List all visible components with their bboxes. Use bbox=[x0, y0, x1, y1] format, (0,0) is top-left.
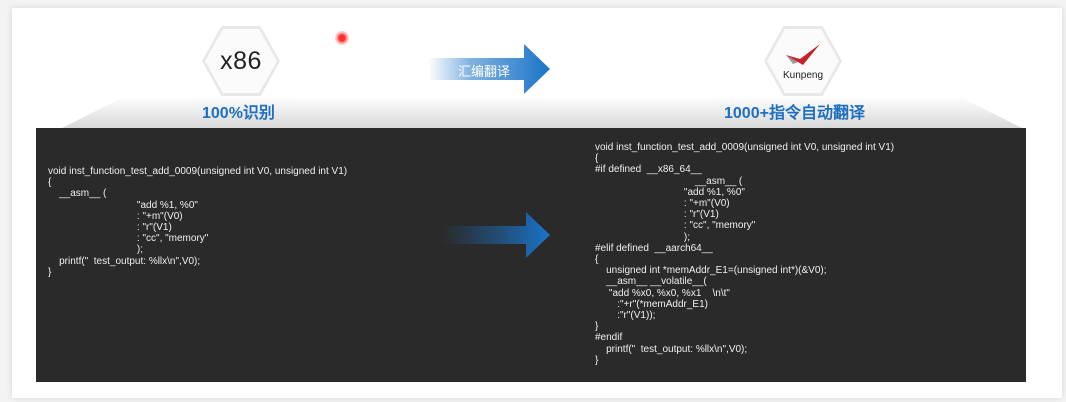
panel-shadow bbox=[58, 96, 1026, 130]
kunpeng-code-block: void inst_function_test_add_0009(unsigne… bbox=[595, 142, 895, 366]
code-panel bbox=[36, 128, 1026, 382]
kunpeng-badge-inner: Kunpeng bbox=[767, 29, 839, 93]
x86-code-block: void inst_function_test_add_0009(unsigne… bbox=[48, 166, 348, 278]
x86-badge-inner: x86 bbox=[205, 29, 277, 93]
right-caption: 1000+指令自动翻译 bbox=[724, 105, 865, 122]
kunpeng-logo-icon bbox=[786, 43, 820, 65]
left-caption: 100%识别 bbox=[202, 105, 275, 122]
translation-arrow-label: 汇编翻译 bbox=[458, 64, 511, 79]
red-dot-icon bbox=[335, 31, 349, 45]
kunpeng-badge-label: Kunpeng bbox=[782, 69, 824, 81]
right-arrow-icon bbox=[428, 44, 550, 94]
right-arrow-icon bbox=[442, 212, 550, 258]
x86-badge-label: x86 bbox=[220, 46, 262, 75]
